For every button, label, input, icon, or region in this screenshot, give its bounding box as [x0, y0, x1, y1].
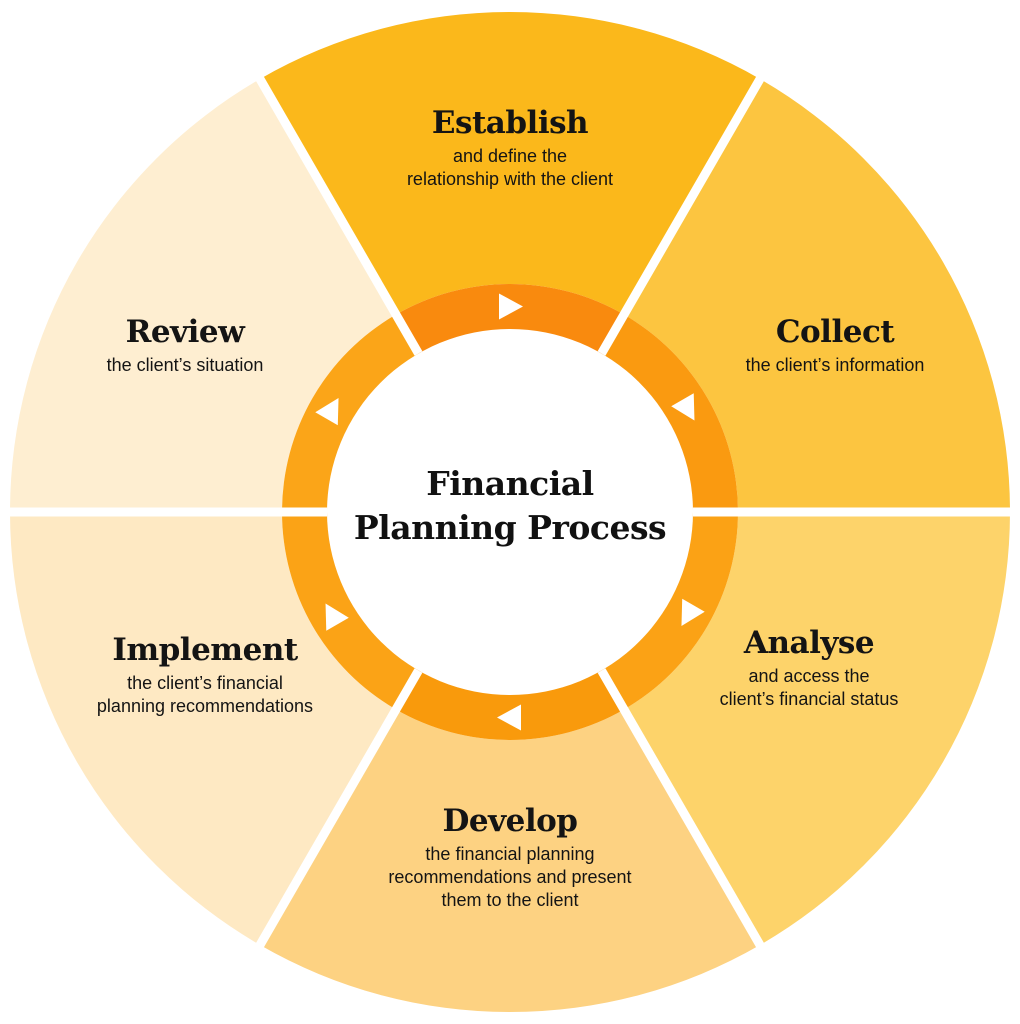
- step-collect: Collect the client’s information: [655, 312, 1015, 377]
- step-title: Implement: [112, 632, 298, 668]
- center-title-line1: Financial: [426, 464, 594, 503]
- ring-segment-develop: [396, 668, 624, 740]
- center-circle: [327, 329, 693, 695]
- segment-collect: [624, 78, 1010, 512]
- segment-establish: [260, 11, 760, 315]
- arrow-collect: [671, 393, 695, 421]
- step-review: Review the client’s situation: [5, 312, 365, 377]
- segment-implement: [10, 512, 396, 946]
- divider-line: [254, 668, 423, 951]
- segment-develop: [260, 709, 760, 1013]
- segment-dividers: [6, 73, 1014, 951]
- ring-segment-establish: [396, 284, 624, 356]
- ring-segment-analyse: [600, 512, 738, 710]
- step-title: Review: [125, 314, 245, 350]
- step-title: Develop: [442, 803, 578, 839]
- arrow-implement: [325, 603, 349, 631]
- step-description: the client’s information: [745, 355, 925, 375]
- outer-segments: [10, 11, 1010, 1013]
- step-description: the client’s situation: [106, 355, 264, 375]
- center-title-line2: Planning Process: [353, 508, 667, 547]
- center-title: Financial Planning Process: [340, 462, 680, 550]
- ring-segment-review: [282, 314, 420, 512]
- inner-ring: [282, 284, 738, 740]
- segment-analyse: [624, 512, 1010, 946]
- step-title: Establish: [431, 105, 589, 141]
- arrow-establish: [499, 293, 523, 320]
- divider-line: [254, 73, 423, 356]
- divider-line: [597, 73, 766, 356]
- arrow-review: [315, 397, 339, 426]
- arrow-analyse: [681, 598, 705, 627]
- step-title: Collect: [775, 314, 895, 350]
- step-title: Analyse: [743, 625, 875, 661]
- segment-review: [10, 78, 396, 512]
- ring-segment-collect: [600, 314, 738, 512]
- ring-arrows: [315, 293, 705, 731]
- ring-segment-implement: [282, 512, 420, 710]
- divider-line: [597, 668, 766, 951]
- arrow-develop: [497, 704, 521, 731]
